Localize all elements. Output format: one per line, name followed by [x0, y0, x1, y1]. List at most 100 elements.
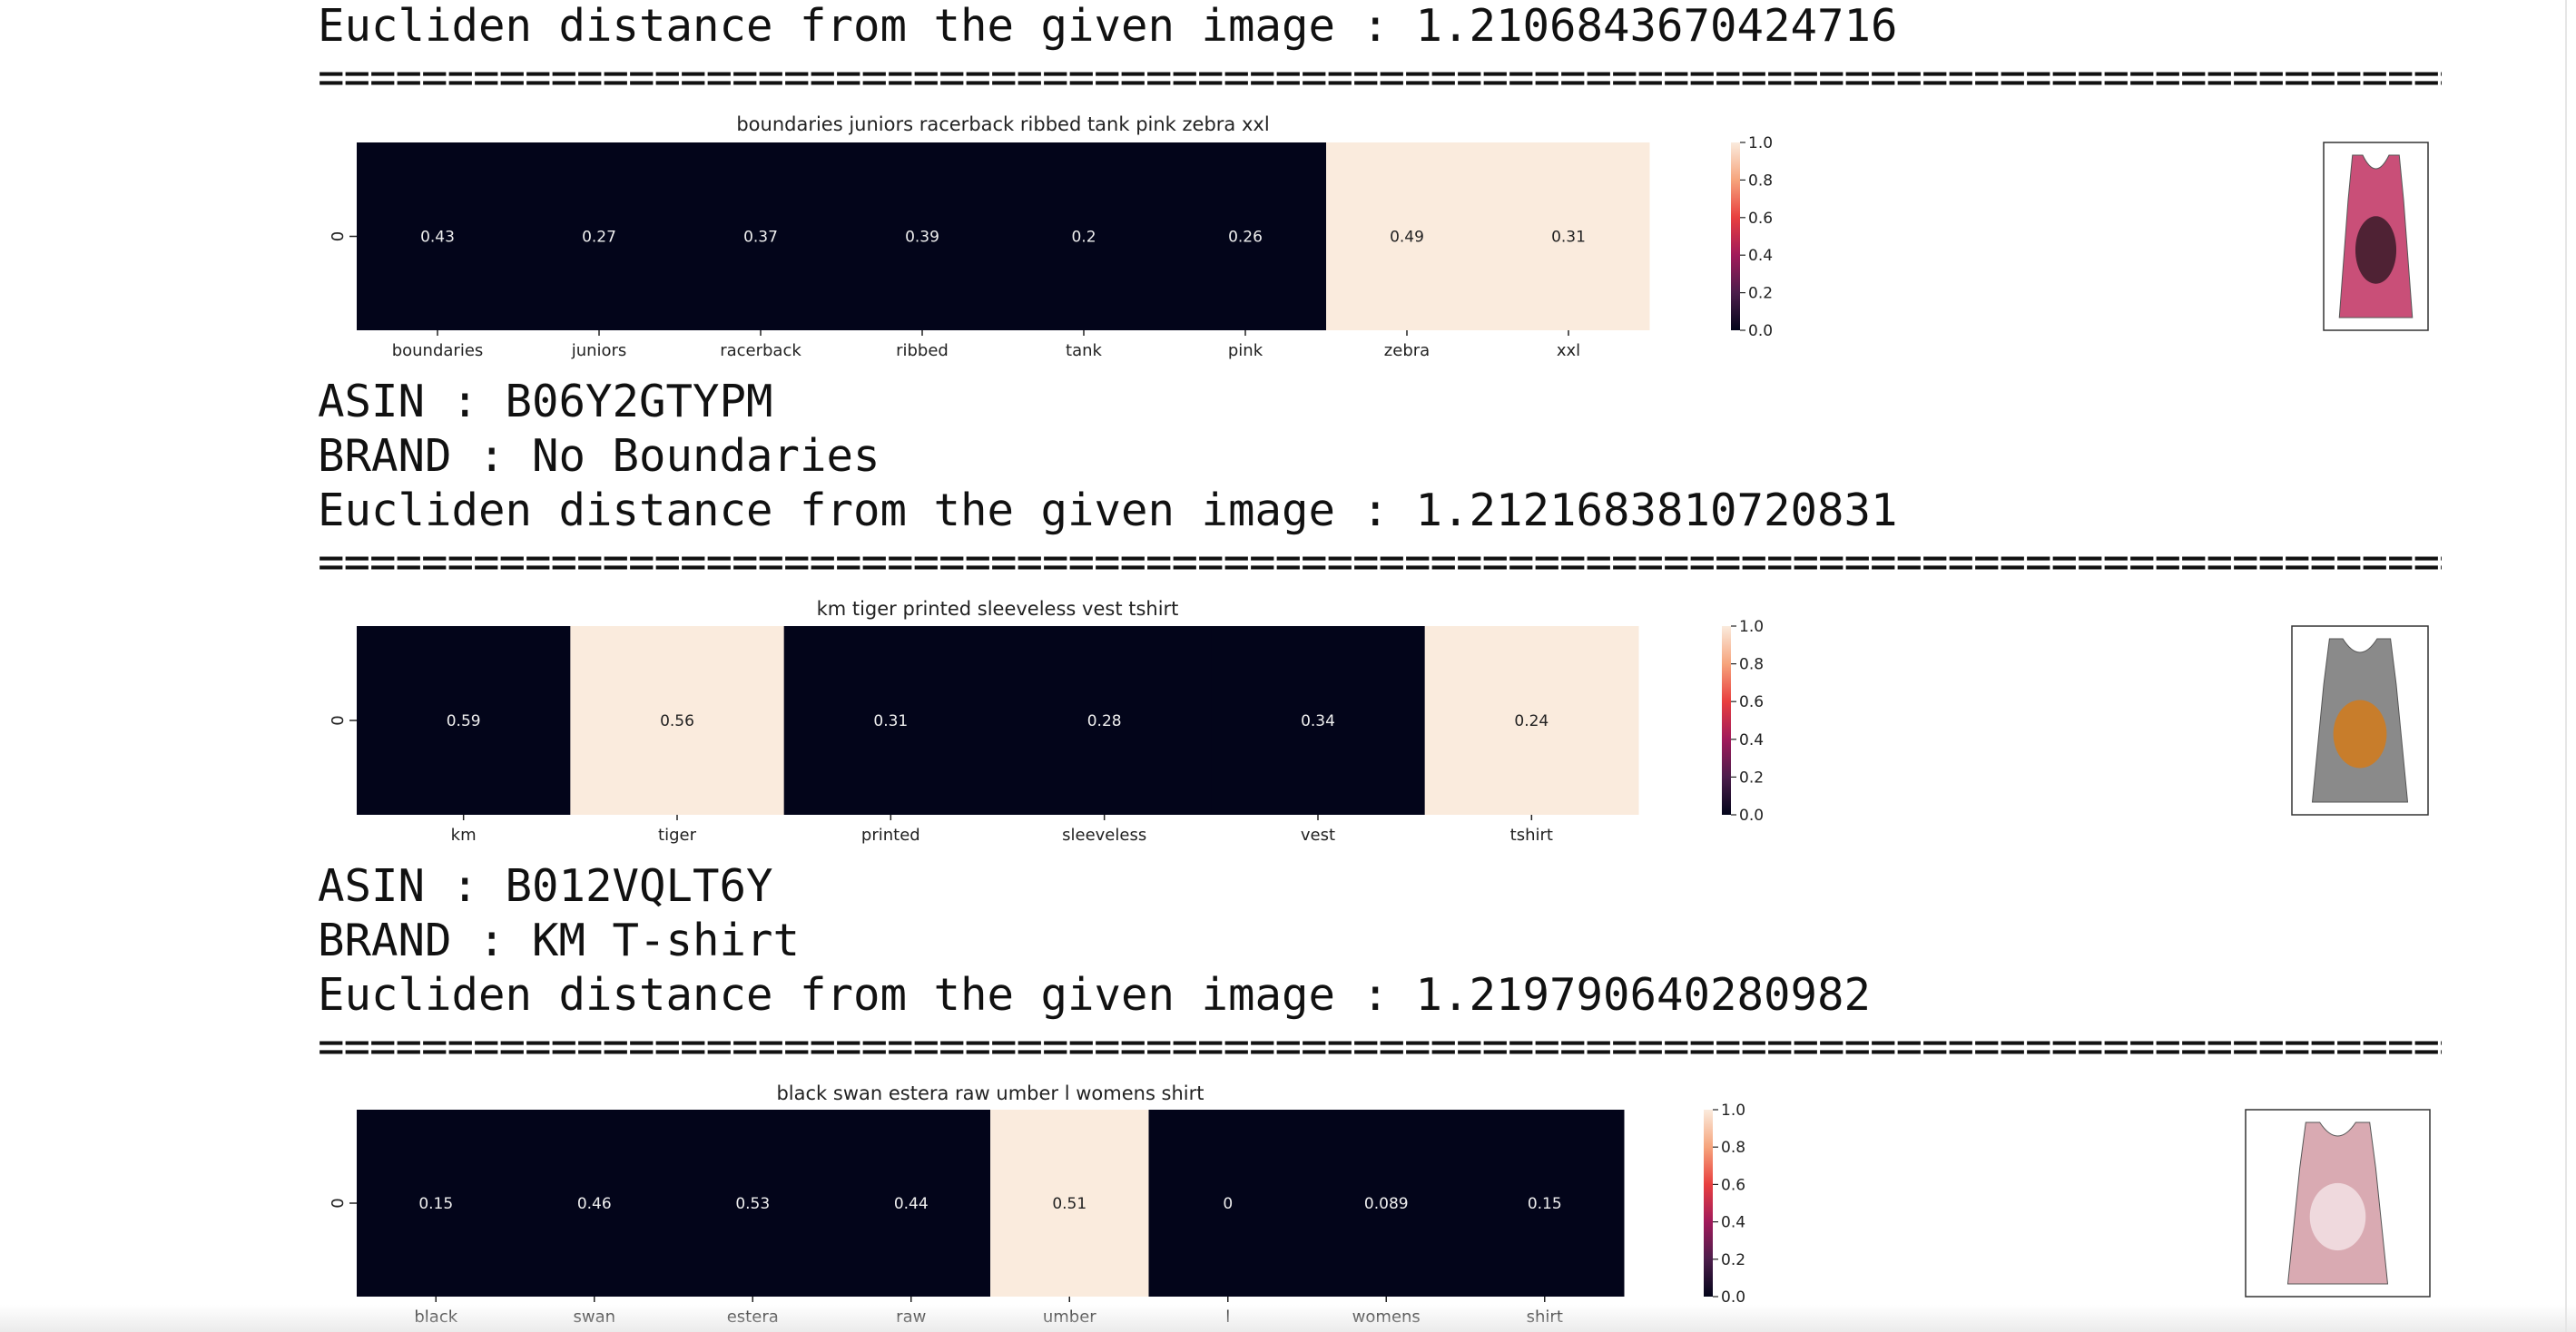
- separator-line: ========================================…: [318, 1034, 2442, 1060]
- x-tick-label: ribbed: [896, 341, 949, 360]
- heatmap-cell: [841, 142, 1004, 330]
- colorbar-tick-label: 1.0: [1721, 1102, 1745, 1120]
- colorbar-tick-label: 0.2: [1721, 1251, 1745, 1269]
- colorbar: [1704, 1110, 1713, 1297]
- output-top-distance: Eucliden distance from the given image :…: [318, 0, 1898, 52]
- cell-value-label: 0.26: [1228, 229, 1263, 247]
- cell-value-label: 0.59: [447, 712, 481, 730]
- garment-print-icon: [2355, 216, 2397, 284]
- cell-value-label: 0: [1223, 1195, 1233, 1213]
- x-tick-label: tank: [1066, 341, 1102, 360]
- result-1-brand: BRAND : No Boundaries: [318, 430, 880, 482]
- heatmap-title: km tiger printed sleeveless vest tshirt: [817, 598, 1179, 620]
- cell-value-label: 0.56: [660, 712, 694, 730]
- result-2-asin: ASIN : B012VQLT6Y: [318, 860, 773, 912]
- heatmap-cell: [1326, 142, 1489, 330]
- x-tick-label: vest: [1301, 826, 1335, 845]
- colorbar-tick-label: 0.8: [1748, 171, 1773, 190]
- heatmap-cell: [515, 1110, 674, 1297]
- colorbar-tick-label: 0.0: [1721, 1288, 1745, 1307]
- result-1-distance: Eucliden distance from the given image :…: [318, 485, 1898, 536]
- heatmap-cell: [1465, 1110, 1625, 1297]
- colorbar-tick-label: 0.4: [1748, 247, 1773, 265]
- colorbar-tick-label: 0.0: [1739, 807, 1764, 825]
- colorbar-tick-label: 1.0: [1739, 618, 1764, 636]
- colorbar: [1731, 142, 1740, 330]
- cell-value-label: 0.24: [1514, 712, 1549, 730]
- garment-print-icon: [2309, 1182, 2366, 1251]
- cell-value-label: 0.37: [743, 229, 778, 247]
- heatmap-cell: [783, 626, 998, 815]
- heatmap-cell: [570, 626, 785, 815]
- cell-value-label: 0.34: [1301, 712, 1335, 730]
- cell-value-label: 0.31: [1551, 229, 1586, 247]
- x-tick-label: tshirt: [1510, 826, 1553, 845]
- heatmap-title: boundaries juniors racerback ribbed tank…: [736, 113, 1269, 135]
- heatmap-cell: [518, 142, 681, 330]
- cell-value-label: 0.44: [894, 1195, 929, 1213]
- colorbar-tick-label: 0.4: [1739, 731, 1764, 749]
- x-tick-label: sleeveless: [1062, 826, 1146, 845]
- cell-value-label: 0.49: [1390, 229, 1424, 247]
- separator-line: ========================================…: [318, 550, 2442, 575]
- colorbar-tick-label: 0.8: [1739, 656, 1764, 674]
- x-tick-label: printed: [861, 826, 920, 845]
- colorbar: [1722, 626, 1731, 815]
- heatmap-title: black swan estera raw umber l womens shi…: [776, 1082, 1204, 1104]
- cell-value-label: 0.15: [418, 1195, 453, 1213]
- result-2-brand: BRAND : KM T-shirt: [318, 915, 801, 966]
- separator-line: ========================================…: [318, 65, 2442, 91]
- colorbar-tick-label: 0.6: [1748, 210, 1773, 228]
- heatmap-cell: [680, 142, 842, 330]
- cell-value-label: 0.31: [873, 712, 908, 730]
- cell-value-label: 0.089: [1364, 1195, 1409, 1213]
- colorbar-tick-label: 0.4: [1721, 1214, 1745, 1232]
- colorbar-tick-label: 0.8: [1721, 1139, 1745, 1157]
- heatmap-cell: [1488, 142, 1650, 330]
- cell-value-label: 0.2: [1071, 229, 1096, 247]
- heatmap-cell: [1424, 626, 1639, 815]
- x-tick-label: boundaries: [392, 341, 484, 360]
- result-2-distance: Eucliden distance from the given image :…: [318, 969, 1872, 1021]
- heatmap-cell: [357, 626, 571, 815]
- heatmap-cell: [1148, 1110, 1308, 1297]
- heatmap-cell: [1003, 142, 1165, 330]
- cell-value-label: 0.51: [1052, 1195, 1086, 1213]
- heatmap-cell: [831, 1110, 991, 1297]
- cell-value-label: 0.46: [577, 1195, 612, 1213]
- cell-value-label: 0.43: [420, 229, 455, 247]
- x-tick-label: pink: [1228, 341, 1263, 360]
- heatmap-cell: [357, 1110, 516, 1297]
- x-tick-label: xxl: [1557, 341, 1580, 360]
- result-1-asin: ASIN : B06Y2GTYPM: [318, 376, 773, 427]
- garment-print-icon: [2333, 700, 2387, 769]
- cell-value-label: 0.53: [735, 1195, 770, 1213]
- heatmap-cell: [357, 142, 519, 330]
- cell-value-label: 0.15: [1528, 1195, 1562, 1213]
- heatmap-cell: [1307, 1110, 1466, 1297]
- window-edge: [2565, 0, 2567, 1332]
- x-tick-label: km: [451, 826, 477, 845]
- y-tick-label: 0: [329, 1198, 348, 1208]
- heatmap-cell: [1165, 142, 1327, 330]
- colorbar-tick-label: 0.6: [1721, 1176, 1745, 1194]
- x-tick-label: juniors: [571, 341, 627, 360]
- colorbar-tick-label: 0.2: [1739, 769, 1764, 787]
- heatmap-cell: [673, 1110, 832, 1297]
- heatmap-cell: [1211, 626, 1426, 815]
- cell-value-label: 0.27: [582, 229, 616, 247]
- colorbar-tick-label: 0.2: [1748, 285, 1773, 303]
- x-tick-label: tiger: [658, 826, 697, 845]
- heatmap-cell: [990, 1110, 1149, 1297]
- heatmap-cell: [998, 626, 1212, 815]
- x-tick-label: racerback: [720, 341, 801, 360]
- scroll-fade: [0, 1305, 2576, 1332]
- x-tick-label: zebra: [1384, 341, 1430, 360]
- colorbar-tick-label: 1.0: [1748, 134, 1773, 152]
- cell-value-label: 0.39: [905, 229, 939, 247]
- colorbar-tick-label: 0.0: [1748, 322, 1773, 340]
- y-tick-label: 0: [329, 715, 348, 725]
- cell-value-label: 0.28: [1087, 712, 1122, 730]
- y-tick-label: 0: [329, 231, 348, 241]
